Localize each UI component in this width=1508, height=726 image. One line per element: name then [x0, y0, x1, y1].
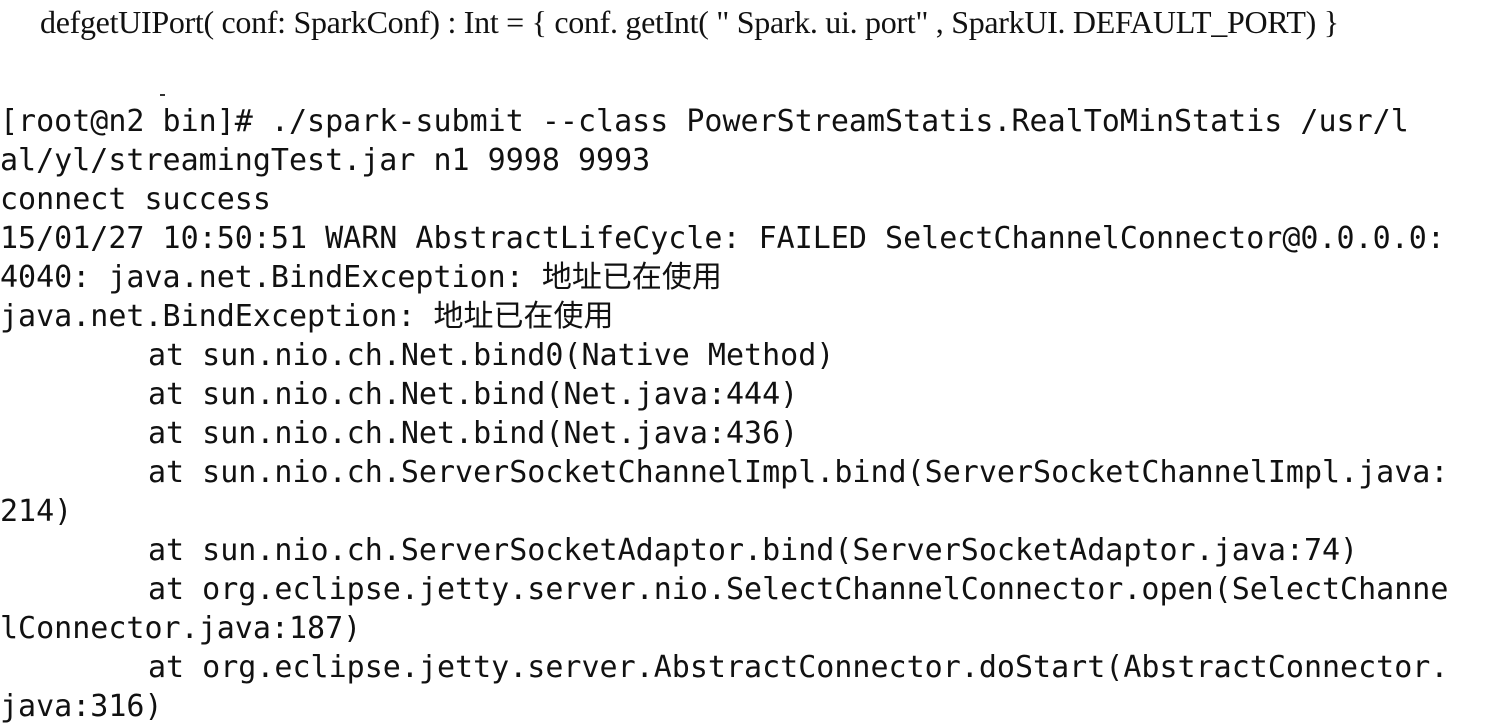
- terminal-line: al/yl/streamingTest.jar n1 9998 9993: [0, 143, 651, 178]
- stack-trace-line: at org.eclipse.jetty.server.AbstractConn…: [148, 650, 1449, 685]
- stack-trace-line: at sun.nio.ch.Net.bind(Net.java:444): [148, 377, 799, 412]
- terminal-line: 15/01/27 10:50:51 WARN AbstractLifeCycle…: [0, 221, 1445, 256]
- cursor-mark: [160, 94, 165, 96]
- terminal-line: 214): [0, 494, 73, 529]
- code-caption: defgetUIPort( conf: SparkConf) : Int = {…: [40, 4, 1339, 40]
- stack-trace-line: at sun.nio.ch.Net.bind0(Native Method): [148, 338, 835, 373]
- stack-trace-line: at org.eclipse.jetty.server.nio.SelectCh…: [148, 572, 1449, 607]
- terminal-line: java.net.BindException: 地址已在使用: [0, 299, 614, 334]
- terminal-line: [root@n2 bin]# ./spark-submit --class Po…: [0, 104, 1409, 139]
- stack-trace-line: at sun.nio.ch.Net.bind(Net.java:436): [148, 416, 799, 451]
- terminal-line: connect success: [0, 182, 271, 217]
- terminal-line: lConnector.java:187): [0, 611, 362, 646]
- terminal-line: java:316): [0, 689, 163, 724]
- stack-trace-line: at sun.nio.ch.ServerSocketChannelImpl.bi…: [148, 455, 1449, 490]
- stack-trace-line: at sun.nio.ch.ServerSocketAdaptor.bind(S…: [148, 533, 1359, 568]
- terminal-output: [root@n2 bin]# ./spark-submit --class Po…: [0, 102, 1508, 726]
- terminal-line: 4040: java.net.BindException: 地址已在使用: [0, 260, 722, 295]
